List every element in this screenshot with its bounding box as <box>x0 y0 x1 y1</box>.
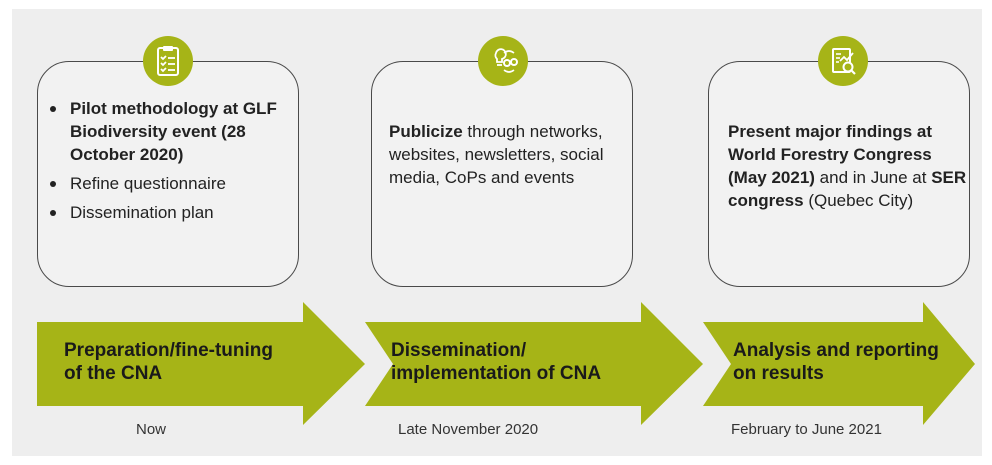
date-analysis: February to June 2021 <box>731 421 882 438</box>
preparation-card-text: Pilot methodology at GLF Biodiversity ev… <box>46 97 286 224</box>
report-chart-magnifier-icon <box>818 36 868 86</box>
date-preparation: Now <box>136 421 167 438</box>
arrow-preparation <box>37 302 365 425</box>
preparation-card <box>37 61 299 287</box>
analysis-card <box>708 61 970 287</box>
date-dissemination: Late November 2020 <box>398 421 539 438</box>
arrow-analysis <box>703 302 975 425</box>
stage-label-preparation: Preparation/fine-tuning of the CNA <box>64 340 273 384</box>
clipboard-checklist-icon <box>143 36 193 86</box>
bullet-refine: Refine questionnaire <box>46 172 286 195</box>
analysis-card-text: Present major findings at World Forestry… <box>728 122 967 210</box>
arrow-dissemination <box>365 302 703 425</box>
bullet-pilot: Pilot methodology at GLF Biodiversity ev… <box>46 97 286 166</box>
stage-label-analysis: Analysis and reporting on results <box>733 340 939 384</box>
bullet-dissemination-plan: Dissemination plan <box>46 201 286 224</box>
stage-label-dissemination: Dissemination/ implementation of CNA <box>391 340 602 384</box>
dissemination-card <box>371 61 633 287</box>
dissemination-card-text: Publicize through networks, websites, ne… <box>389 122 604 187</box>
lightbulb-gears-icon <box>478 36 528 86</box>
